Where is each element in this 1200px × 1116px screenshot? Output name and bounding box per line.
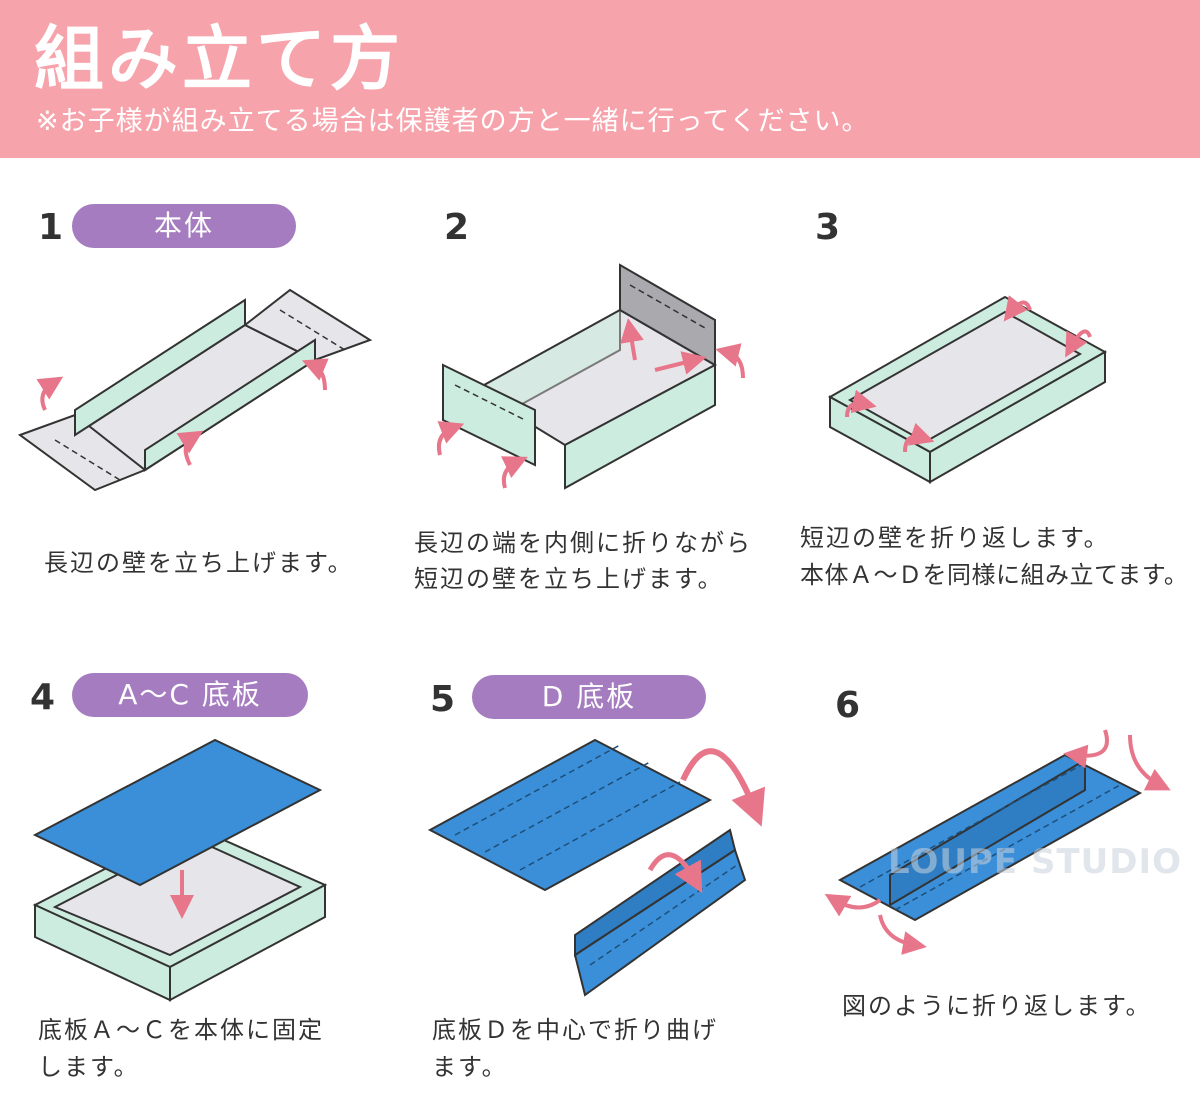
watermark: LOUPE STUDIO xyxy=(888,842,1183,882)
step-5-number: 5 xyxy=(430,679,456,720)
step-4-caption-line-1: 底板Ａ～Ｃを本体に固定 xyxy=(38,1016,324,1044)
step-2-illustration xyxy=(436,263,745,490)
step-3-caption-line-2: 本体Ａ～Ｄを同様に組み立てます。 xyxy=(800,561,1189,589)
step-6-illustration xyxy=(824,729,1171,955)
step-5-caption-line-1: 底板Ｄを中心で折り曲げ xyxy=(432,1016,718,1044)
step-4-number: 4 xyxy=(30,677,56,718)
step-2-caption-line-2: 短辺の壁を立ち上げます。 xyxy=(414,565,724,593)
page-title: 組み立て方 xyxy=(34,18,404,100)
step-1-caption-line-1: 長辺の壁を立ち上げます。 xyxy=(44,549,354,577)
step-2-number: 2 xyxy=(444,207,470,248)
step-5-caption-line-2: ます。 xyxy=(432,1053,508,1081)
step-5-label: D 底板 xyxy=(472,675,706,719)
step-3-number: 3 xyxy=(815,207,841,248)
step-1-illustration xyxy=(17,288,373,492)
step-2-caption-line-1: 長辺の端を内側に折りながら xyxy=(414,529,752,557)
step-6-number: 6 xyxy=(835,685,861,726)
step-1-label: 本体 xyxy=(72,204,296,248)
step-5-illustration xyxy=(427,738,766,997)
step-3-illustration xyxy=(827,295,1108,484)
step-1-number: 1 xyxy=(38,207,64,248)
step-4-illustration xyxy=(32,738,328,1002)
safety-note: ※お子様が組み立てる場合は保護者の方と一緒に行ってください。 xyxy=(36,106,870,137)
header-banner: 組み立て方 ※お子様が組み立てる場合は保護者の方と一緒に行ってください。 xyxy=(0,0,1200,158)
step-4-label: A～C 底板 xyxy=(72,673,308,717)
step-3-caption-line-1: 短辺の壁を折り返します。 xyxy=(800,524,1110,552)
step-4-caption-line-2: します。 xyxy=(38,1053,140,1081)
step-6-caption-line-1: 図のように折り返します。 xyxy=(842,992,1152,1020)
